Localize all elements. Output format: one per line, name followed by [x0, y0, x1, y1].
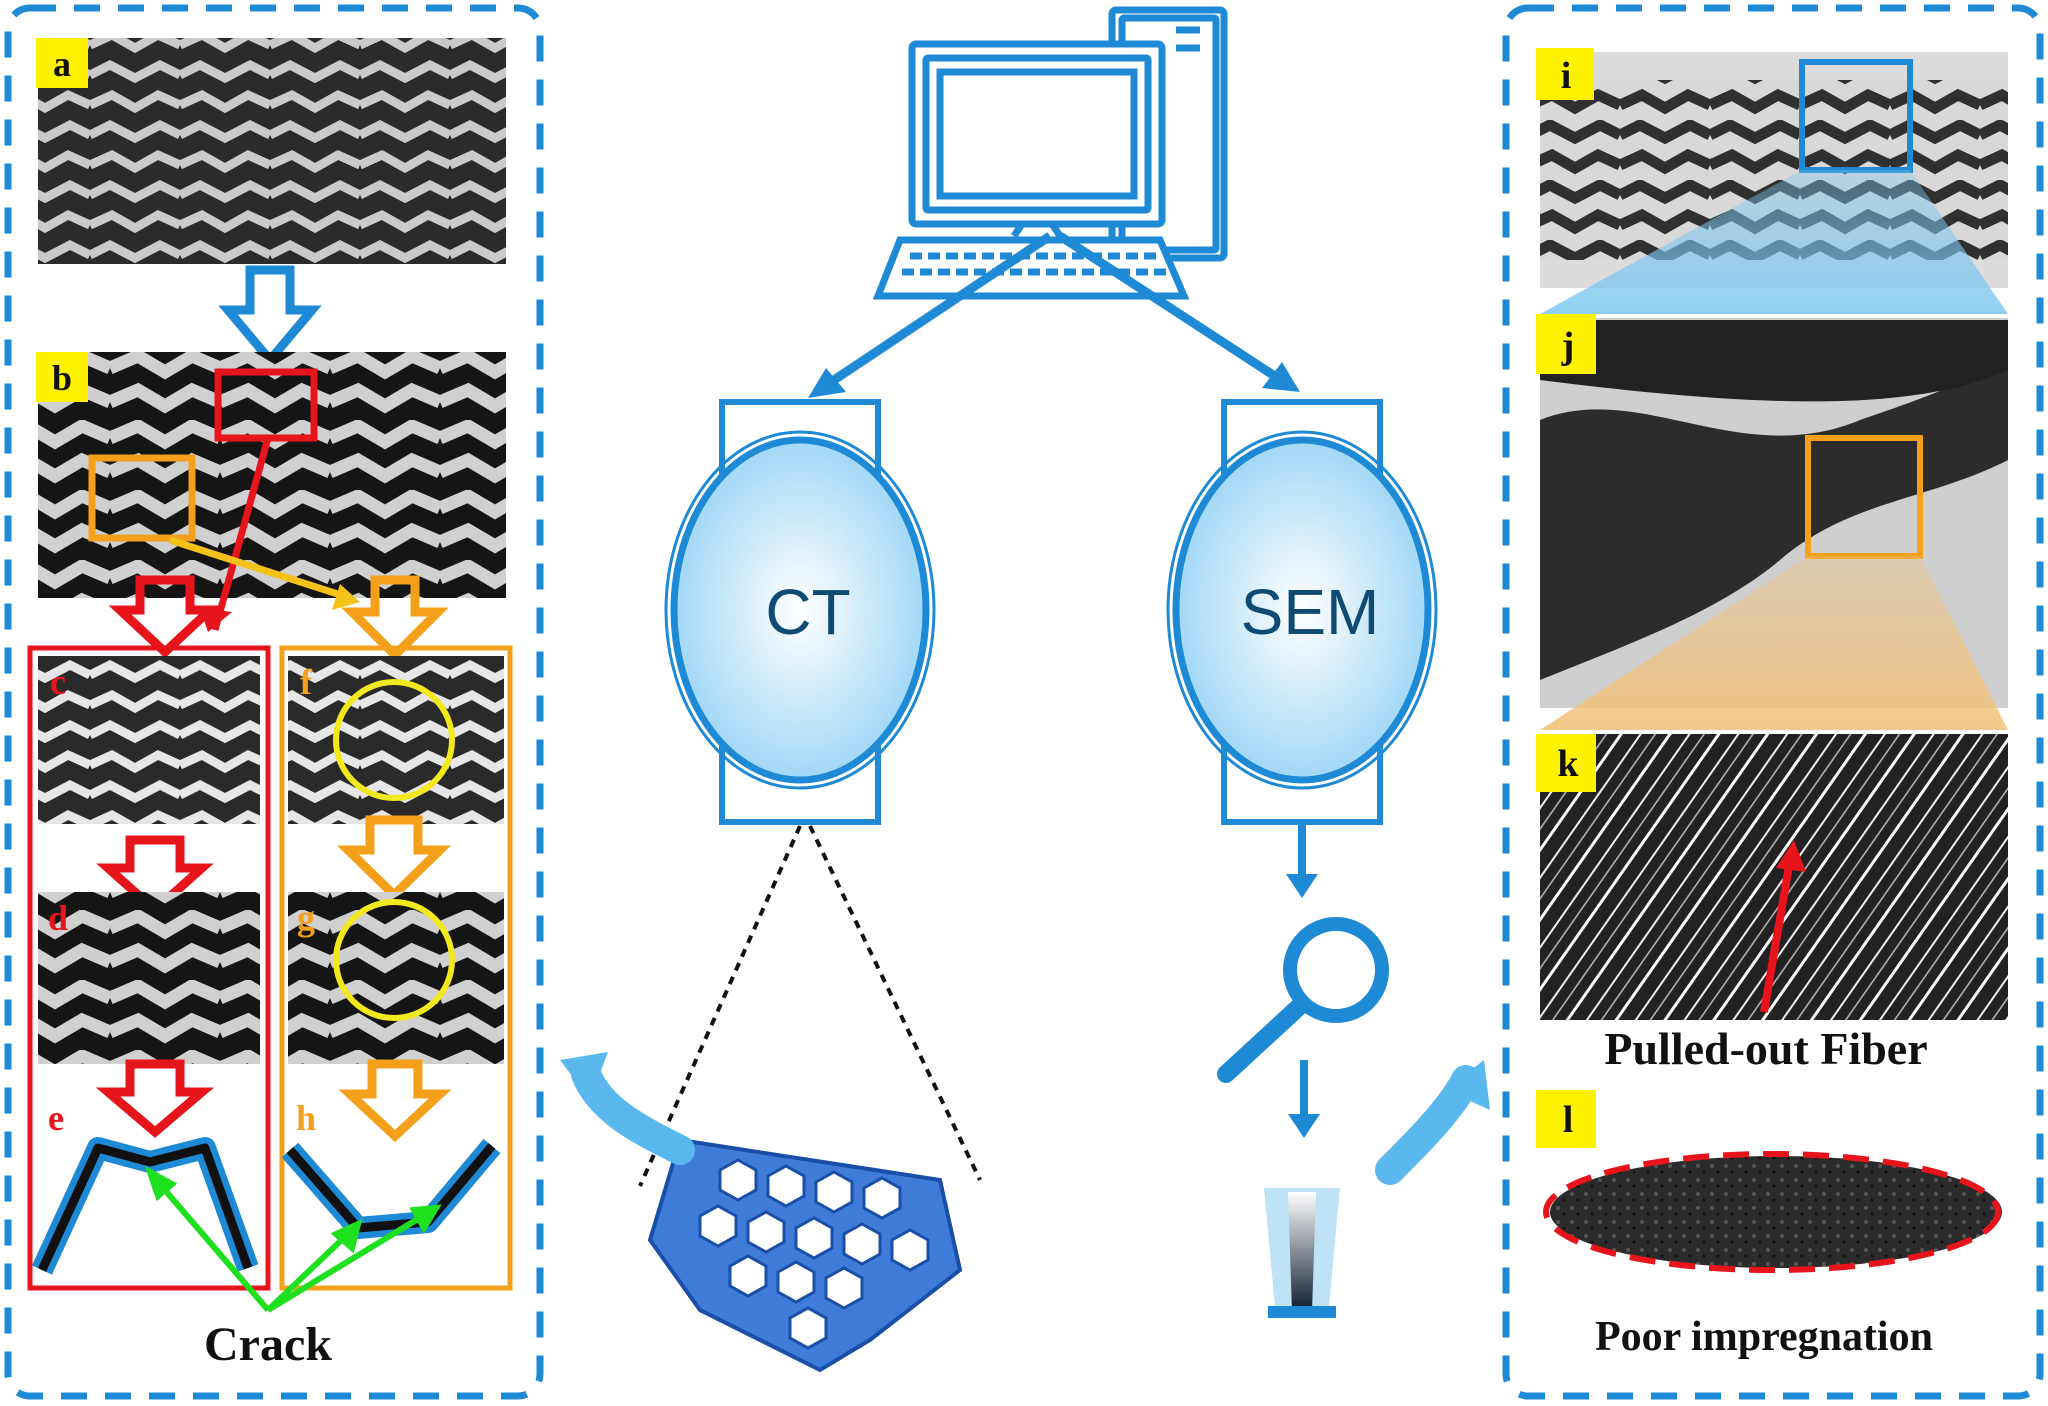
label-a-box [36, 38, 88, 88]
label-l-box [1536, 1090, 1596, 1148]
orange-roi-b [88, 454, 196, 542]
sem-to-magnifier-head [1286, 874, 1318, 898]
label-c: c [50, 662, 66, 702]
label-f: f [300, 662, 313, 702]
photo-j-top [1540, 320, 2008, 402]
orange-line-b [168, 536, 352, 602]
sem-label: SEM [1241, 576, 1380, 648]
magnifier-to-pore-head [1288, 1114, 1320, 1138]
red-dashed-ellipse-l [1543, 1151, 2001, 1273]
green-crack-arrows [144, 1165, 442, 1313]
curved-arrow-left [571, 1059, 695, 1165]
zoom-blue [1540, 170, 2008, 314]
magnifier-icon [1217, 917, 1389, 1083]
down-arrow-blue [218, 265, 322, 367]
crack-sketch-h [286, 1143, 496, 1233]
ct-cone-left [638, 825, 802, 1187]
label-b: b [52, 358, 72, 398]
yellow-circle-g [333, 899, 455, 1021]
red-line-b [211, 437, 272, 631]
crack-sketch-e [37, 1143, 253, 1272]
orange-column-frame [279, 645, 513, 1291]
red-column-frame [27, 645, 271, 1291]
center-diagram: CT SEM [560, 6, 1490, 1373]
red-arrow-k-head [1776, 840, 1806, 872]
label-j: j [1561, 325, 1575, 367]
photo-c [38, 656, 260, 824]
label-a: a [53, 44, 71, 84]
down-arrow-red-1 [108, 575, 222, 659]
zoom-orange [1540, 556, 2008, 730]
crack-label: Crack [204, 1318, 332, 1371]
label-i: i [1561, 55, 1572, 97]
orange-line-head [332, 584, 360, 610]
arrow-to-ct-head [808, 368, 846, 398]
down-arrow-orange-3 [338, 1059, 452, 1143]
poor-impregnation-label: Poor impregnation [1595, 1314, 1933, 1360]
down-arrow-orange-1 [341, 575, 449, 662]
label-d: d [48, 898, 68, 938]
right-panel: i j k Pulled-out Fiber l Poor impregnati… [1502, 4, 2044, 1400]
sem-image-l [1550, 1156, 2002, 1268]
left-panel: a b c f d g [4, 4, 544, 1400]
ct-device: CT [664, 399, 936, 825]
arrow-to-sem [1057, 232, 1293, 390]
computer-icon [872, 6, 1228, 300]
label-h: h [296, 1098, 316, 1138]
arrow-to-ct [813, 232, 1053, 396]
label-l: l [1563, 1099, 1574, 1141]
yellow-circle-f [333, 679, 455, 801]
left-panel-border [4, 4, 544, 1400]
curved-arrow-left-head [560, 1052, 608, 1100]
label-k: k [1557, 743, 1579, 785]
down-arrow-red-3 [95, 1059, 215, 1138]
ct-label: CT [765, 576, 850, 648]
right-panel-border [1502, 4, 2044, 1400]
ct-cone-right [808, 825, 982, 1181]
label-j-box [1536, 314, 1596, 374]
label-i-box [1536, 48, 1594, 100]
down-arrow-orange-2 [336, 815, 452, 902]
curved-arrow-right-head [1446, 1060, 1490, 1110]
ct-image-d [38, 892, 260, 1064]
pulled-out-label: Pulled-out Fiber [1604, 1023, 1927, 1074]
down-arrow-red-2 [96, 835, 214, 917]
label-g: g [297, 898, 315, 938]
label-k-box [1536, 734, 1596, 792]
red-arrow-k [1760, 859, 1794, 1013]
label-b-box [36, 352, 88, 402]
honeycomb-cells [698, 1158, 930, 1350]
sem-device: SEM [1166, 399, 1438, 825]
pore-icon [1264, 1188, 1340, 1318]
arrow-to-sem-head [1262, 362, 1300, 392]
pulled-out-label-bg [1540, 1020, 2008, 1082]
ct-image-g [288, 892, 504, 1064]
photo-a-lattice [38, 38, 506, 264]
ct-image-b [38, 352, 506, 598]
label-e: e [48, 1098, 64, 1138]
